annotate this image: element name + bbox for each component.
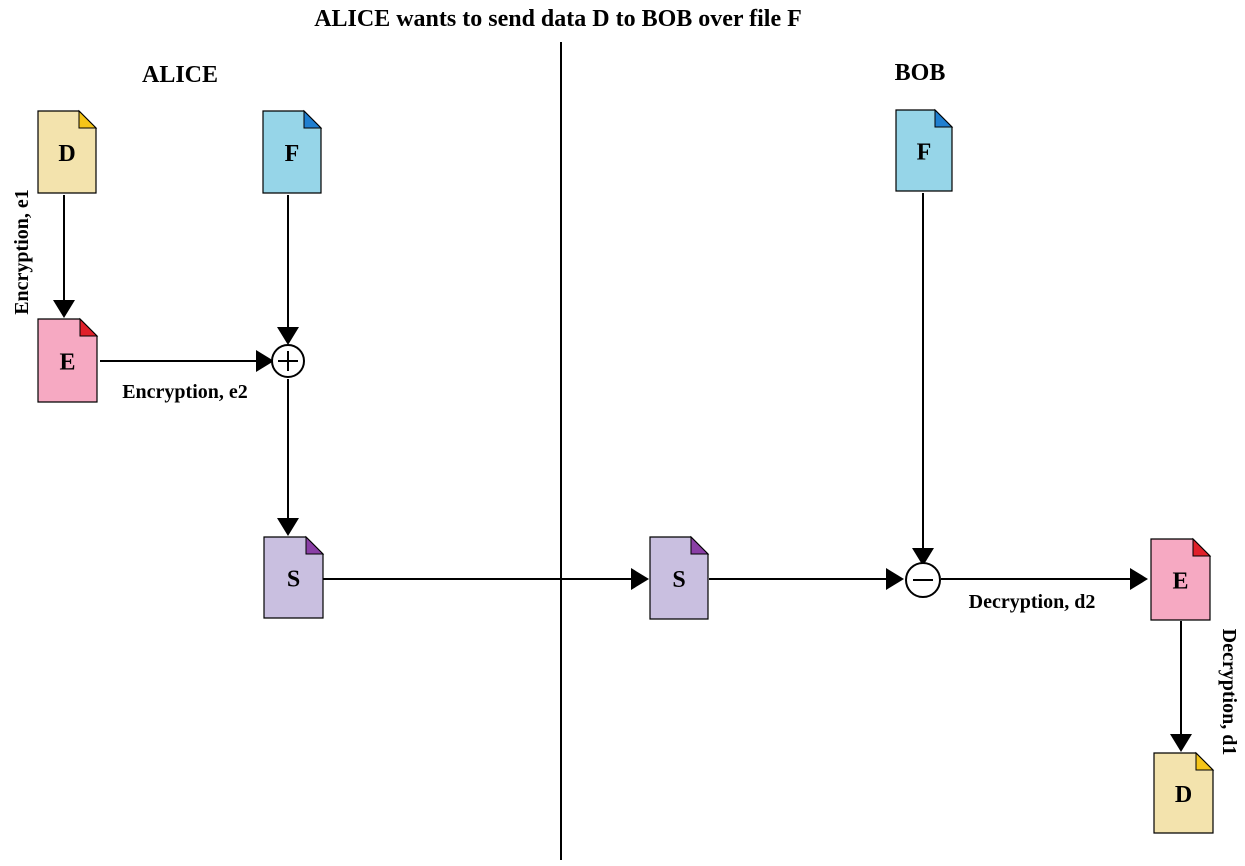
document-folded-corner <box>690 535 710 555</box>
arrowhead-into-combine-from-e <box>256 350 274 372</box>
arrowhead-into-bob-d <box>1170 734 1192 752</box>
extract-operator <box>905 562 941 598</box>
arrowhead-into-extract-from-f <box>912 548 934 566</box>
combine-operator <box>271 344 305 378</box>
document-folded-corner <box>1192 537 1212 557</box>
bob-stego-document: S <box>649 535 710 620</box>
document-page-shape <box>262 110 322 194</box>
document-folded-corner <box>1195 751 1215 771</box>
bob-file-letter: F <box>917 140 932 166</box>
alice-encrypted-letter: E <box>59 350 75 376</box>
document-folded-corner <box>303 109 323 129</box>
document-page-shape <box>1150 538 1211 621</box>
alice-encrypted-document: E <box>37 317 99 403</box>
document-page-shape <box>649 536 709 620</box>
document-folded-corner <box>305 535 325 555</box>
document-folded-corner <box>79 317 99 337</box>
bob-data-letter: D <box>1175 782 1192 808</box>
bob-heading: BOB <box>895 60 946 86</box>
document-page-shape <box>895 109 953 192</box>
bob-file-document: F <box>895 108 954 192</box>
arrowhead-into-alice-e <box>53 300 75 318</box>
document-page-shape <box>37 110 97 194</box>
arrowhead-into-bob-e <box>1130 568 1148 590</box>
alice-data-document: D <box>37 109 98 194</box>
bob-encrypted-document: E <box>1150 537 1212 621</box>
document-page-shape <box>1153 752 1214 834</box>
bob-stego-letter: S <box>672 567 685 593</box>
document-folded-corner <box>934 108 954 128</box>
alice-stego-letter: S <box>287 567 300 593</box>
document-page-shape <box>263 536 324 619</box>
arrowhead-into-bob-s <box>631 568 649 590</box>
label-encryption-e1: Encryption, e1 <box>11 189 33 315</box>
label-encryption-e2: Encryption, e2 <box>122 381 248 403</box>
alice-file-letter: F <box>285 141 300 167</box>
label-decryption-d1: Decryption, d1 <box>1218 629 1240 756</box>
alice-data-letter: D <box>58 141 75 167</box>
bob-data-document: D <box>1153 751 1215 834</box>
document-folded-corner <box>78 109 98 129</box>
arrowhead-into-alice-s <box>277 518 299 536</box>
label-decryption-d2: Decryption, d2 <box>969 591 1096 613</box>
arrowhead-into-combine-from-f <box>277 327 299 345</box>
diagram-title: ALICE wants to send data D to BOB over f… <box>314 6 802 32</box>
alice-stego-document: S <box>263 535 325 619</box>
alice-heading: ALICE <box>142 62 218 88</box>
bob-encrypted-letter: E <box>1172 569 1188 595</box>
arrowhead-into-extract-from-s <box>886 568 904 590</box>
document-page-shape <box>37 318 98 403</box>
alice-file-document: F <box>262 109 323 194</box>
